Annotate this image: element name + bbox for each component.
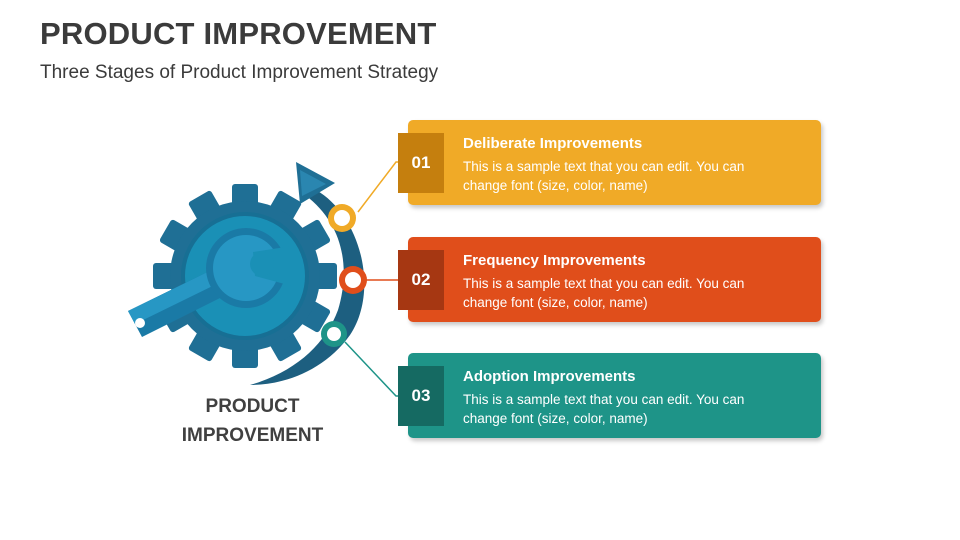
wrench-icon bbox=[128, 228, 292, 337]
stage-heading: Frequency Improvements bbox=[463, 252, 646, 269]
stage-number-box: 02 bbox=[398, 250, 444, 310]
center-label: PRODUCT IMPROVEMENT bbox=[150, 392, 355, 450]
connector-3 bbox=[321, 321, 408, 397]
stage-number: 03 bbox=[411, 386, 431, 405]
center-label-line2: IMPROVEMENT bbox=[181, 425, 324, 446]
stage-text: This is a sample text that you can edit.… bbox=[463, 159, 745, 193]
slide-subtitle: Three Stages of Product Improvement Stra… bbox=[40, 62, 439, 83]
center-label-line1: PRODUCT bbox=[205, 396, 300, 417]
stage-number-box: 03 bbox=[398, 366, 444, 426]
stage-number: 01 bbox=[411, 153, 431, 172]
stage-heading: Deliberate Improvements bbox=[463, 135, 643, 152]
stage-text: This is a sample text that you can edit.… bbox=[463, 392, 745, 426]
stage-card-3: 03 Adoption Improvements This is a sampl… bbox=[398, 353, 821, 438]
stage-card-2: 02 Frequency Improvements This is a samp… bbox=[398, 237, 821, 322]
stage-number-box: 01 bbox=[398, 133, 444, 193]
stage-card-1: 01 Deliberate Improvements This is a sam… bbox=[398, 120, 821, 205]
slide-title: PRODUCT IMPROVEMENT bbox=[40, 16, 437, 51]
stage-text: This is a sample text that you can edit.… bbox=[463, 276, 745, 310]
stage-heading: Adoption Improvements bbox=[463, 368, 636, 385]
connector-1 bbox=[328, 161, 408, 232]
stage-number: 02 bbox=[411, 270, 431, 289]
connector-2 bbox=[339, 266, 408, 294]
